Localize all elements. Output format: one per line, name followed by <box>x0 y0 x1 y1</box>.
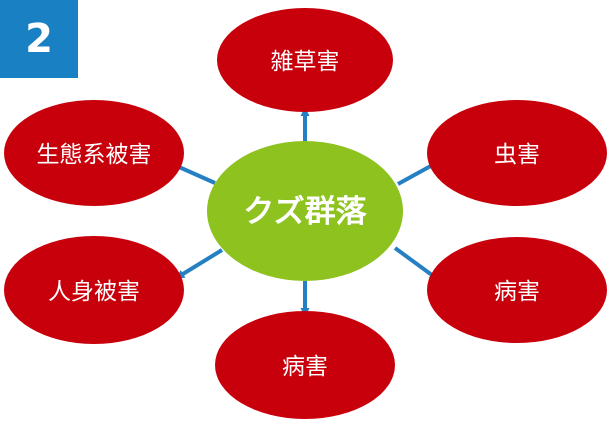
node-ecosystem-damage: 生態系被害 <box>4 100 184 206</box>
node-disease-right: 病害 <box>427 237 607 343</box>
center-node-kudzu: クズ群落 <box>207 141 403 281</box>
node-label: 病害 <box>494 279 540 305</box>
node-label: 生態系被害 <box>37 142 152 168</box>
node-disease-bottom: 病害 <box>215 311 395 419</box>
center-label: クズ群落 <box>243 194 367 230</box>
arrow-to-human-damage <box>175 248 224 279</box>
node-label: 虫害 <box>494 142 540 168</box>
step-number-badge: 2 <box>0 0 78 78</box>
node-label: 病害 <box>282 354 328 380</box>
node-weed-damage: 雑草害 <box>217 8 393 112</box>
node-label: 雑草害 <box>271 49 340 75</box>
arrow-to-disease-right <box>393 246 439 280</box>
node-label: 人身被害 <box>48 279 140 305</box>
node-human-damage: 人身被害 <box>4 236 184 344</box>
node-insect-damage: 虫害 <box>427 100 607 206</box>
